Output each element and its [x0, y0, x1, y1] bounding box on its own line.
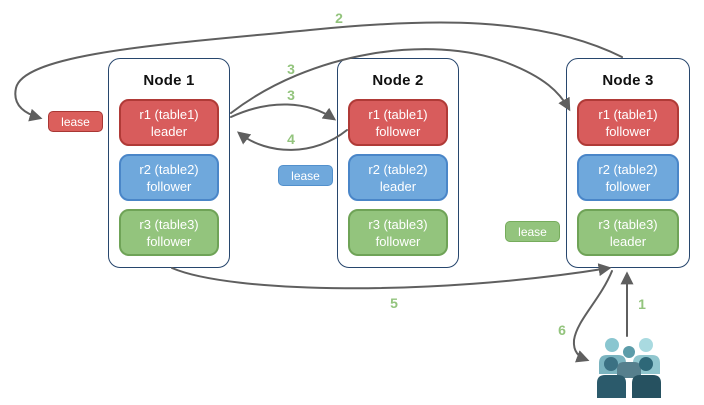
node-3-replica-r1: r1 (table1) follower	[577, 99, 679, 146]
step-label-3a: 3	[287, 61, 295, 77]
replica-name: r2 (table2)	[139, 161, 199, 177]
node-3-replica-r2: r2 (table2) follower	[577, 154, 679, 201]
node-2-title: Node 2	[372, 72, 424, 89]
node-1-replica-r2: r2 (table2) follower	[119, 154, 219, 201]
replica-name: r3 (table3)	[598, 216, 658, 232]
step-label-6: 6	[558, 322, 566, 338]
node-1-title: Node 1	[143, 72, 195, 89]
replica-role: follower	[605, 123, 651, 139]
replica-role: follower	[146, 178, 192, 194]
lease-label: lease	[61, 114, 90, 129]
replica-role: follower	[146, 233, 192, 249]
step-label-2: 2	[335, 10, 343, 26]
lease-label: lease	[518, 224, 547, 239]
step-label-5: 5	[390, 295, 398, 311]
replica-role: follower	[605, 178, 651, 194]
replica-name: r2 (table2)	[368, 161, 428, 177]
lease-badge-table2: lease	[278, 165, 333, 186]
replica-name: r1 (table1)	[139, 106, 199, 122]
arrow-step-2	[14, 21, 623, 122]
node-2-replica-r1: r1 (table1) follower	[348, 99, 448, 146]
replica-name: r2 (table2)	[598, 161, 658, 177]
node-3: Node 3 r1 (table1) follower r2 (table2) …	[566, 58, 690, 268]
arrow-step-3-to-node2	[230, 103, 337, 121]
node-3-replica-r3: r3 (table3) leader	[577, 209, 679, 256]
users-group-icon	[597, 338, 661, 398]
step-label-4: 4	[287, 131, 295, 147]
replica-role: follower	[375, 123, 421, 139]
replica-role: leader	[150, 123, 188, 139]
node-1: Node 1 r1 (table1) leader r2 (table2) fo…	[108, 58, 230, 268]
lease-badge-table3: lease	[505, 221, 560, 242]
node-2-replica-r2: r2 (table2) leader	[348, 154, 448, 201]
replica-name: r1 (table1)	[368, 106, 428, 122]
node-1-replica-r1: r1 (table1) leader	[119, 99, 219, 146]
step-label-3b: 3	[287, 87, 295, 103]
lease-label: lease	[291, 168, 320, 183]
node-3-title: Node 3	[602, 72, 654, 89]
replica-name: r1 (table1)	[598, 106, 658, 122]
node-2-replica-r3: r3 (table3) follower	[348, 209, 448, 256]
arrow-step-5	[171, 263, 612, 290]
replica-name: r3 (table3)	[139, 216, 199, 232]
replica-role: leader	[609, 233, 647, 249]
lease-badge-table1: lease	[48, 111, 103, 132]
node-1-replica-r3: r3 (table3) follower	[119, 209, 219, 256]
replica-role: follower	[375, 233, 421, 249]
arrow-step-6	[572, 270, 613, 363]
replica-name: r3 (table3)	[368, 216, 428, 232]
node-2: Node 2 r1 (table1) follower r2 (table2) …	[337, 58, 459, 268]
step-label-1: 1	[638, 296, 646, 312]
replica-role: leader	[379, 178, 417, 194]
